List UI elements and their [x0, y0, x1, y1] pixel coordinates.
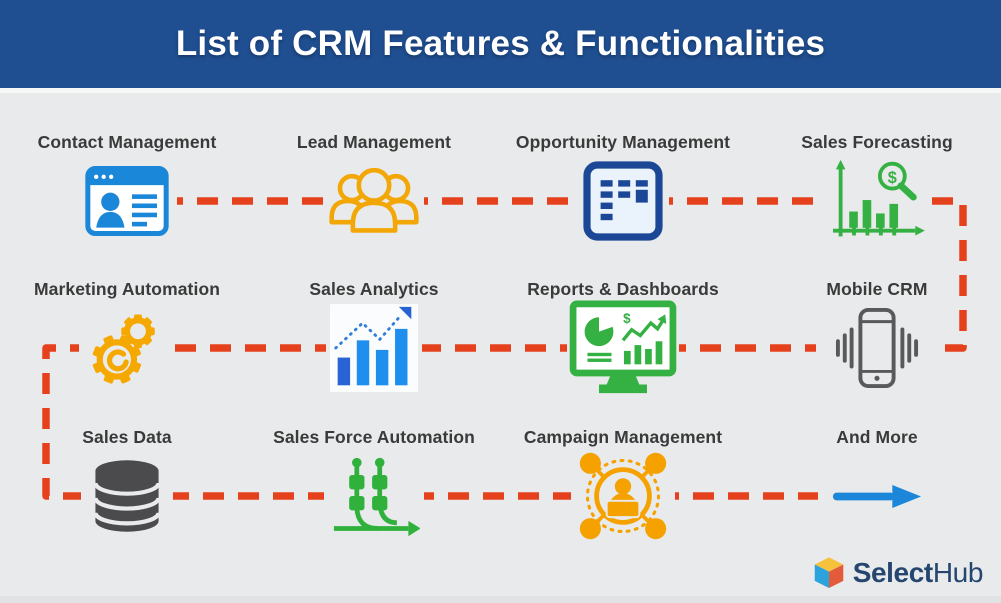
- brand-light: Hub: [932, 557, 984, 588]
- feature-label: Sales Data: [82, 427, 172, 447]
- feature-label: Mobile CRM: [826, 279, 928, 299]
- feature-label: Lead Management: [296, 132, 452, 152]
- feature-label: Marketing Automation: [33, 279, 221, 299]
- kanban-board-icon: [577, 153, 669, 249]
- feature-marketing-automation: Marketing Automation: [0, 278, 257, 396]
- page-title: List of CRM Features & Functionalities: [175, 24, 826, 63]
- feature-label: Sales Forecasting: [801, 132, 953, 152]
- brand-name: SelectHub: [852, 557, 984, 588]
- feature-label: Opportunity Management: [515, 132, 731, 152]
- gears-icon: [79, 300, 175, 396]
- feature-opportunity-management: Opportunity Management: [493, 131, 753, 249]
- bottom-edge: [0, 596, 1001, 603]
- bar-chart-trend-icon: [326, 300, 422, 396]
- selecthub-cube-icon: [814, 557, 843, 588]
- feature-campaign-management: Campaign Management: [493, 426, 753, 544]
- svg-text:$: $: [888, 169, 897, 187]
- feature-mobile-crm: Mobile CRM: [747, 278, 1001, 396]
- feature-sales-analytics: Sales Analytics: [244, 278, 504, 396]
- header-divider: [0, 88, 1001, 93]
- feature-label: Reports & Dashboards: [527, 279, 719, 299]
- smartphone-icon: [816, 300, 938, 396]
- contact-card-icon: [77, 153, 177, 249]
- automation-flow-icon: [324, 448, 424, 544]
- selecthub-logo: SelectHub: [812, 556, 983, 590]
- feature-lead-management: Lead Management: [244, 131, 504, 249]
- campaign-network-icon: [571, 448, 675, 544]
- feature-and-more: And More: [747, 426, 1001, 544]
- feature-sales-data: Sales Data: [0, 426, 257, 544]
- feature-sales-force-automation: Sales Force Automation: [244, 426, 504, 544]
- dashboard-monitor-icon: $: [567, 300, 679, 396]
- people-group-icon: [324, 153, 424, 249]
- feature-contact-management: Contact Management: [0, 131, 257, 249]
- brand-bold: Select: [852, 557, 934, 588]
- feature-label: Sales Analytics: [309, 279, 439, 299]
- feature-label: Contact Management: [37, 132, 217, 152]
- feature-label: And More: [836, 427, 918, 447]
- svg-text:$: $: [623, 311, 631, 326]
- feature-label: Sales Force Automation: [273, 427, 475, 447]
- feature-sales-forecasting: Sales Forecasting $: [747, 131, 1001, 249]
- arrow-right-icon: [827, 448, 927, 544]
- forecast-magnifier-icon: $: [823, 153, 931, 249]
- feature-label: Campaign Management: [523, 427, 723, 447]
- database-icon: [81, 448, 173, 544]
- header-banner: List of CRM Features & Functionalities: [0, 0, 1001, 88]
- feature-reports-dashboards: Reports & Dashboards $: [493, 278, 753, 396]
